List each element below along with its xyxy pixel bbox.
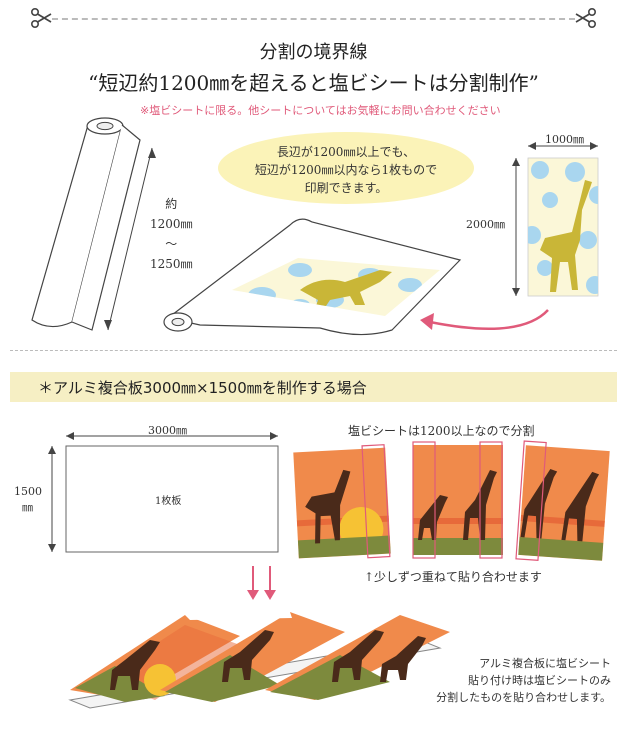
section-banner-text: ＊アルミ複合板3000㎜×1500㎜を制作する場合 (38, 379, 367, 397)
roll-dimension-label: 約 1200㎜ ～ 1250㎜ (150, 194, 193, 274)
vinyl-roll-illustration (31, 117, 141, 331)
page-subtitle: “短辺約1200㎜を超えると塩ビシートは分割制作” (88, 71, 539, 95)
bottom-caption-line: 貼り付け時は塩ビシートのみ (468, 674, 611, 687)
scissors-icon (573, 6, 597, 34)
unrolled-sheet-illustration (163, 218, 462, 336)
bubble-line: 印刷できます。 (304, 181, 388, 195)
board-center-label: 1枚板 (155, 496, 182, 507)
split-panel (515, 440, 610, 561)
speech-bubble (218, 132, 474, 204)
aluminum-board (65, 445, 279, 553)
assembled-board-illustration (68, 612, 450, 709)
roll-label-line: 約 (165, 197, 178, 211)
note-text: ※塩ビシートに限る。他シートについてはお気軽にお問い合わせください (140, 104, 501, 117)
down-arrows-icon (247, 566, 276, 600)
bottom-caption-line: アルミ複合板に塩ビシート (479, 657, 611, 670)
bottom-caption-line: 分割したものを貼り合わせします。 (436, 691, 611, 704)
bubble-text: 長辺が1200㎜以上でも、 短辺が1200㎜以内なら1枚もので 印刷できます。 (222, 143, 470, 197)
section-banner (10, 372, 617, 402)
roll-dimension-arrow (107, 147, 153, 331)
board-height-unit: ㎜ (22, 501, 33, 514)
bubble-line: 短辺が1200㎜以内なら1枚もので (254, 163, 438, 177)
roll-label-line: 1250㎜ (150, 257, 193, 271)
scissors-icon (30, 6, 54, 34)
page-title: 分割の境界線 (259, 42, 368, 63)
roll-label-line: ～ (165, 237, 178, 251)
roll-label-line: 1200㎜ (150, 217, 193, 231)
board-height-label: 1500 (14, 485, 42, 498)
sample-panel-illustration (527, 157, 599, 297)
overlap-caption: ↑少しずつ重ねて貼り合わせます (364, 570, 542, 584)
curved-arrow-icon (429, 309, 549, 330)
board-width-label: 3000㎜ (148, 424, 187, 437)
split-caption: 塩ビシートは1200以上なので分割 (348, 424, 535, 438)
split-panel (293, 444, 391, 559)
sample-height-label: 2000㎜ (466, 218, 505, 231)
split-panel (412, 441, 503, 559)
section-divider (10, 350, 617, 351)
bottom-caption: アルミ複合板に塩ビシート 貼り付け時は塩ビシートのみ 分割したものを貼り合わせし… (436, 655, 611, 706)
cut-line (52, 18, 575, 20)
bubble-line: 長辺が1200㎜以上でも、 (276, 145, 416, 159)
sample-width-label: 1000㎜ (545, 133, 584, 146)
